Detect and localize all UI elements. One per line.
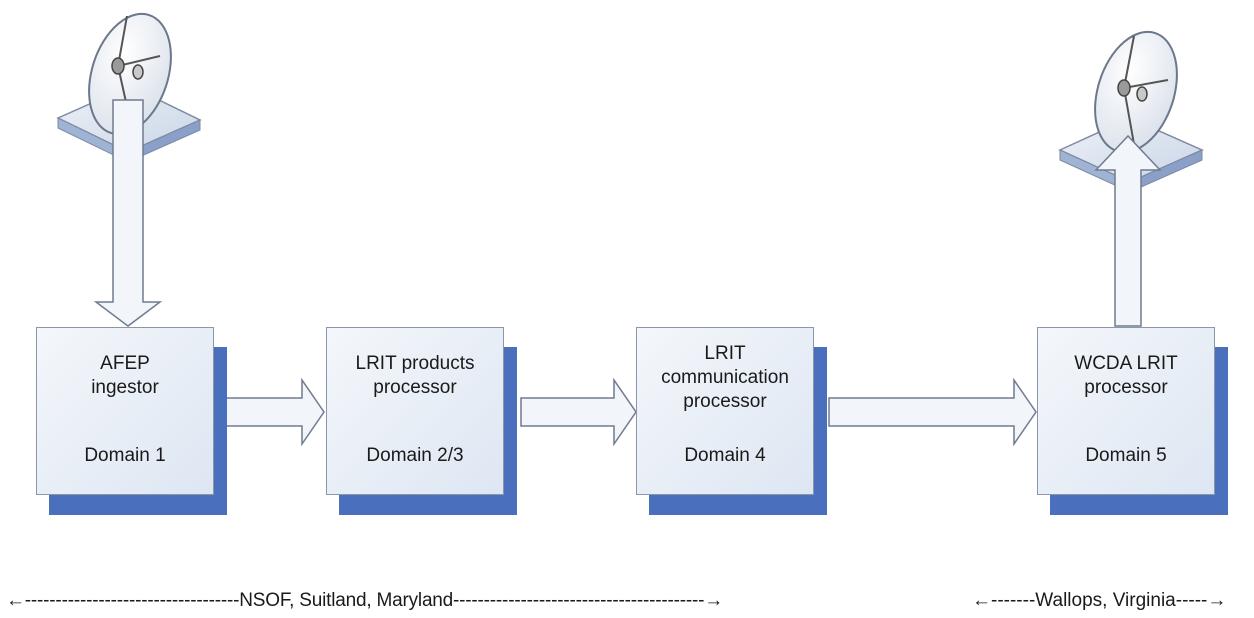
box-title: LRIT products processor — [355, 353, 475, 398]
flow-arrow-1-to-2 — [225, 377, 325, 447]
box-domain: Domain 2/3 — [366, 445, 464, 466]
box-face: WCDA LRIT processor Domain 5 — [1037, 327, 1215, 495]
box-title: WCDA LRIT processor — [1074, 353, 1178, 398]
location-label-wallops: ←-------Wallops, Virginia-----→ — [972, 590, 1227, 611]
box-domain: Domain 1 — [84, 445, 166, 466]
satellite-dish-icon — [56, 12, 202, 163]
box-domain: Domain 5 — [1085, 445, 1167, 466]
downlink-arrow — [93, 99, 163, 327]
box-wcda-lrit-processor: WCDA LRIT processor Domain 5 — [1037, 327, 1228, 515]
box-lrit-products-processor: LRIT products processor Domain 2/3 — [326, 327, 517, 515]
flow-arrow-3-to-4 — [828, 377, 1037, 447]
box-face: LRIT products processor Domain 2/3 — [326, 327, 504, 495]
uplink-arrow — [1094, 134, 1162, 327]
box-face: AFEP ingestor Domain 1 — [36, 327, 214, 495]
box-face: LRIT communication processor Domain 4 — [636, 327, 814, 495]
box-title: AFEP ingestor — [91, 353, 159, 398]
box-title: LRIT communication processor — [661, 343, 789, 412]
box-afep-ingestor: AFEP ingestor Domain 1 — [36, 327, 227, 515]
location-label-nsof: ←-----------------------------------NSOF… — [6, 590, 724, 611]
box-lrit-communication-processor: LRIT communication processor Domain 4 — [636, 327, 827, 515]
box-domain: Domain 4 — [684, 445, 766, 466]
flow-arrow-2-to-3 — [520, 377, 637, 447]
